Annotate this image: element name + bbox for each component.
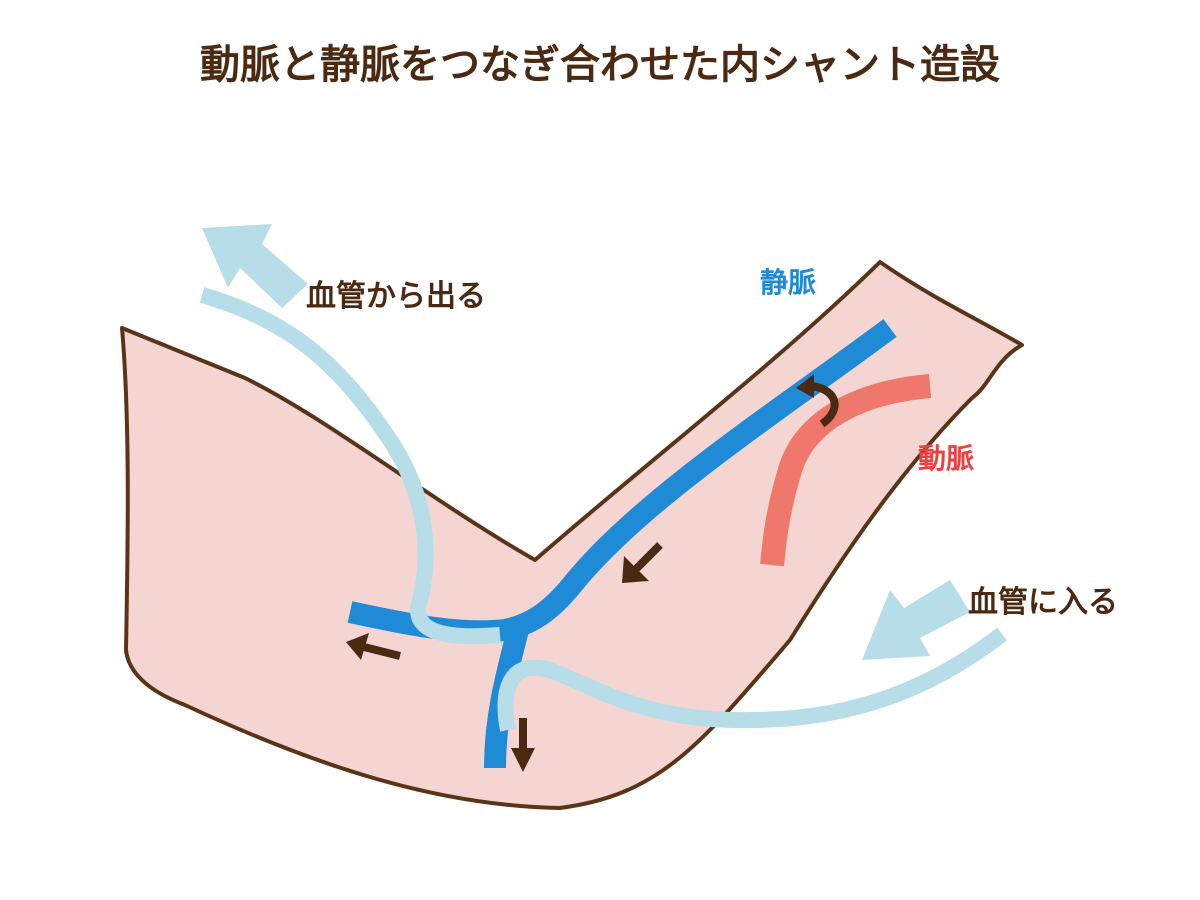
label-artery: 動脈 [918,442,974,475]
arrow-icon [622,556,649,583]
label-vein: 静脈 [760,266,816,299]
flow-arrow-vein-down [622,542,663,583]
artery [760,374,932,567]
label-blood-in: 血管に入る [968,585,1118,620]
outflow-tube [199,287,501,645]
arrow-icon [346,633,369,660]
label-blood-out: 血管から出る [306,279,486,314]
curved-arrow-icon [796,374,814,398]
page-title: 動脈と静脈をつなぎ合わせた内シャント造設 [200,42,1000,88]
arrow-icon [511,748,535,772]
shunt-turn-arrow [796,374,839,428]
flow-arrow-down [511,718,535,772]
wide-arrow-icon [202,224,308,308]
wide-arrow-icon [862,580,970,660]
inflow-tube [497,627,1007,732]
flow-arrow-left [346,633,401,660]
